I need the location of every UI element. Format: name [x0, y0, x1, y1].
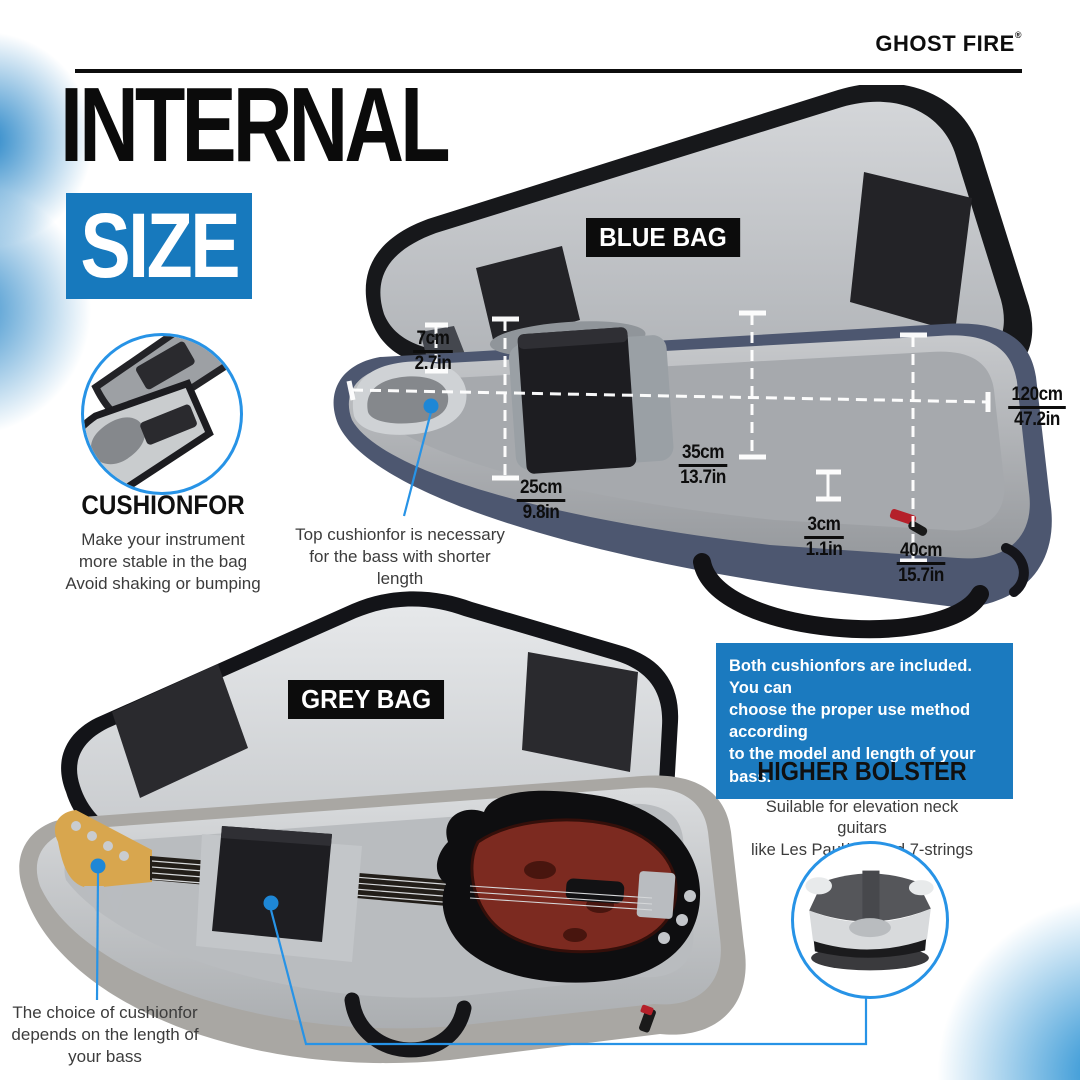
page-title: INTERNAL	[60, 66, 451, 184]
measurement-neck-depth: 7cm 2.7in	[412, 328, 454, 374]
measurement-middle-width: 35cm 13.7in	[678, 442, 728, 488]
grey-lid-velcro-right	[522, 652, 638, 772]
bolster-detail-art	[805, 870, 934, 971]
cushionfor-title: CUSHIONFOR	[81, 490, 245, 520]
brand-logo: GHOST FIRE®	[875, 30, 1022, 57]
top-cushion	[489, 321, 674, 474]
measurement-upper-width: 25cm 9.8in	[503, 478, 579, 523]
brand-name: GHOST FIRE	[875, 31, 1015, 56]
header-rule	[75, 69, 1022, 73]
bolster-detail-photo	[791, 841, 949, 999]
measurement-lower-width: 40cm 15.7in	[896, 540, 946, 586]
red-zipper-pull	[889, 509, 917, 525]
cushionfor-detail-art	[84, 336, 240, 492]
measurement-total-length: 120cm 47.2in	[999, 385, 1075, 430]
measurement-edge-height: 3cm 1.1in	[803, 514, 845, 560]
grey-bag-note: The choice of cushionfor depends on the …	[11, 1003, 199, 1067]
info-box: Both cushionfors are included. You can c…	[716, 643, 1013, 799]
blue-bag-handle	[693, 553, 989, 639]
cushionfor-detail-photo	[81, 333, 243, 495]
cushionfor-description: Make your instrument more stable in the …	[65, 530, 261, 594]
page-title-size: SIZE	[80, 195, 240, 297]
blue-bag-label: BLUE BAG	[586, 218, 740, 257]
grey-lid-velcro-left	[112, 664, 248, 798]
grey-bag-cushion	[196, 826, 362, 962]
blue-bag-photo	[333, 85, 1052, 639]
lid-velcro-right	[850, 172, 972, 332]
higher-bolster-title: HIGHER BOLSTER	[757, 756, 967, 786]
grey-bag-label: GREY BAG	[288, 680, 445, 719]
page-title-size-box: SIZE	[66, 193, 252, 299]
registered-mark: ®	[1014, 30, 1022, 40]
top-cushion-note: Top cushionfor is necessary for the bass…	[295, 525, 505, 589]
measurement-lines	[346, 310, 991, 564]
